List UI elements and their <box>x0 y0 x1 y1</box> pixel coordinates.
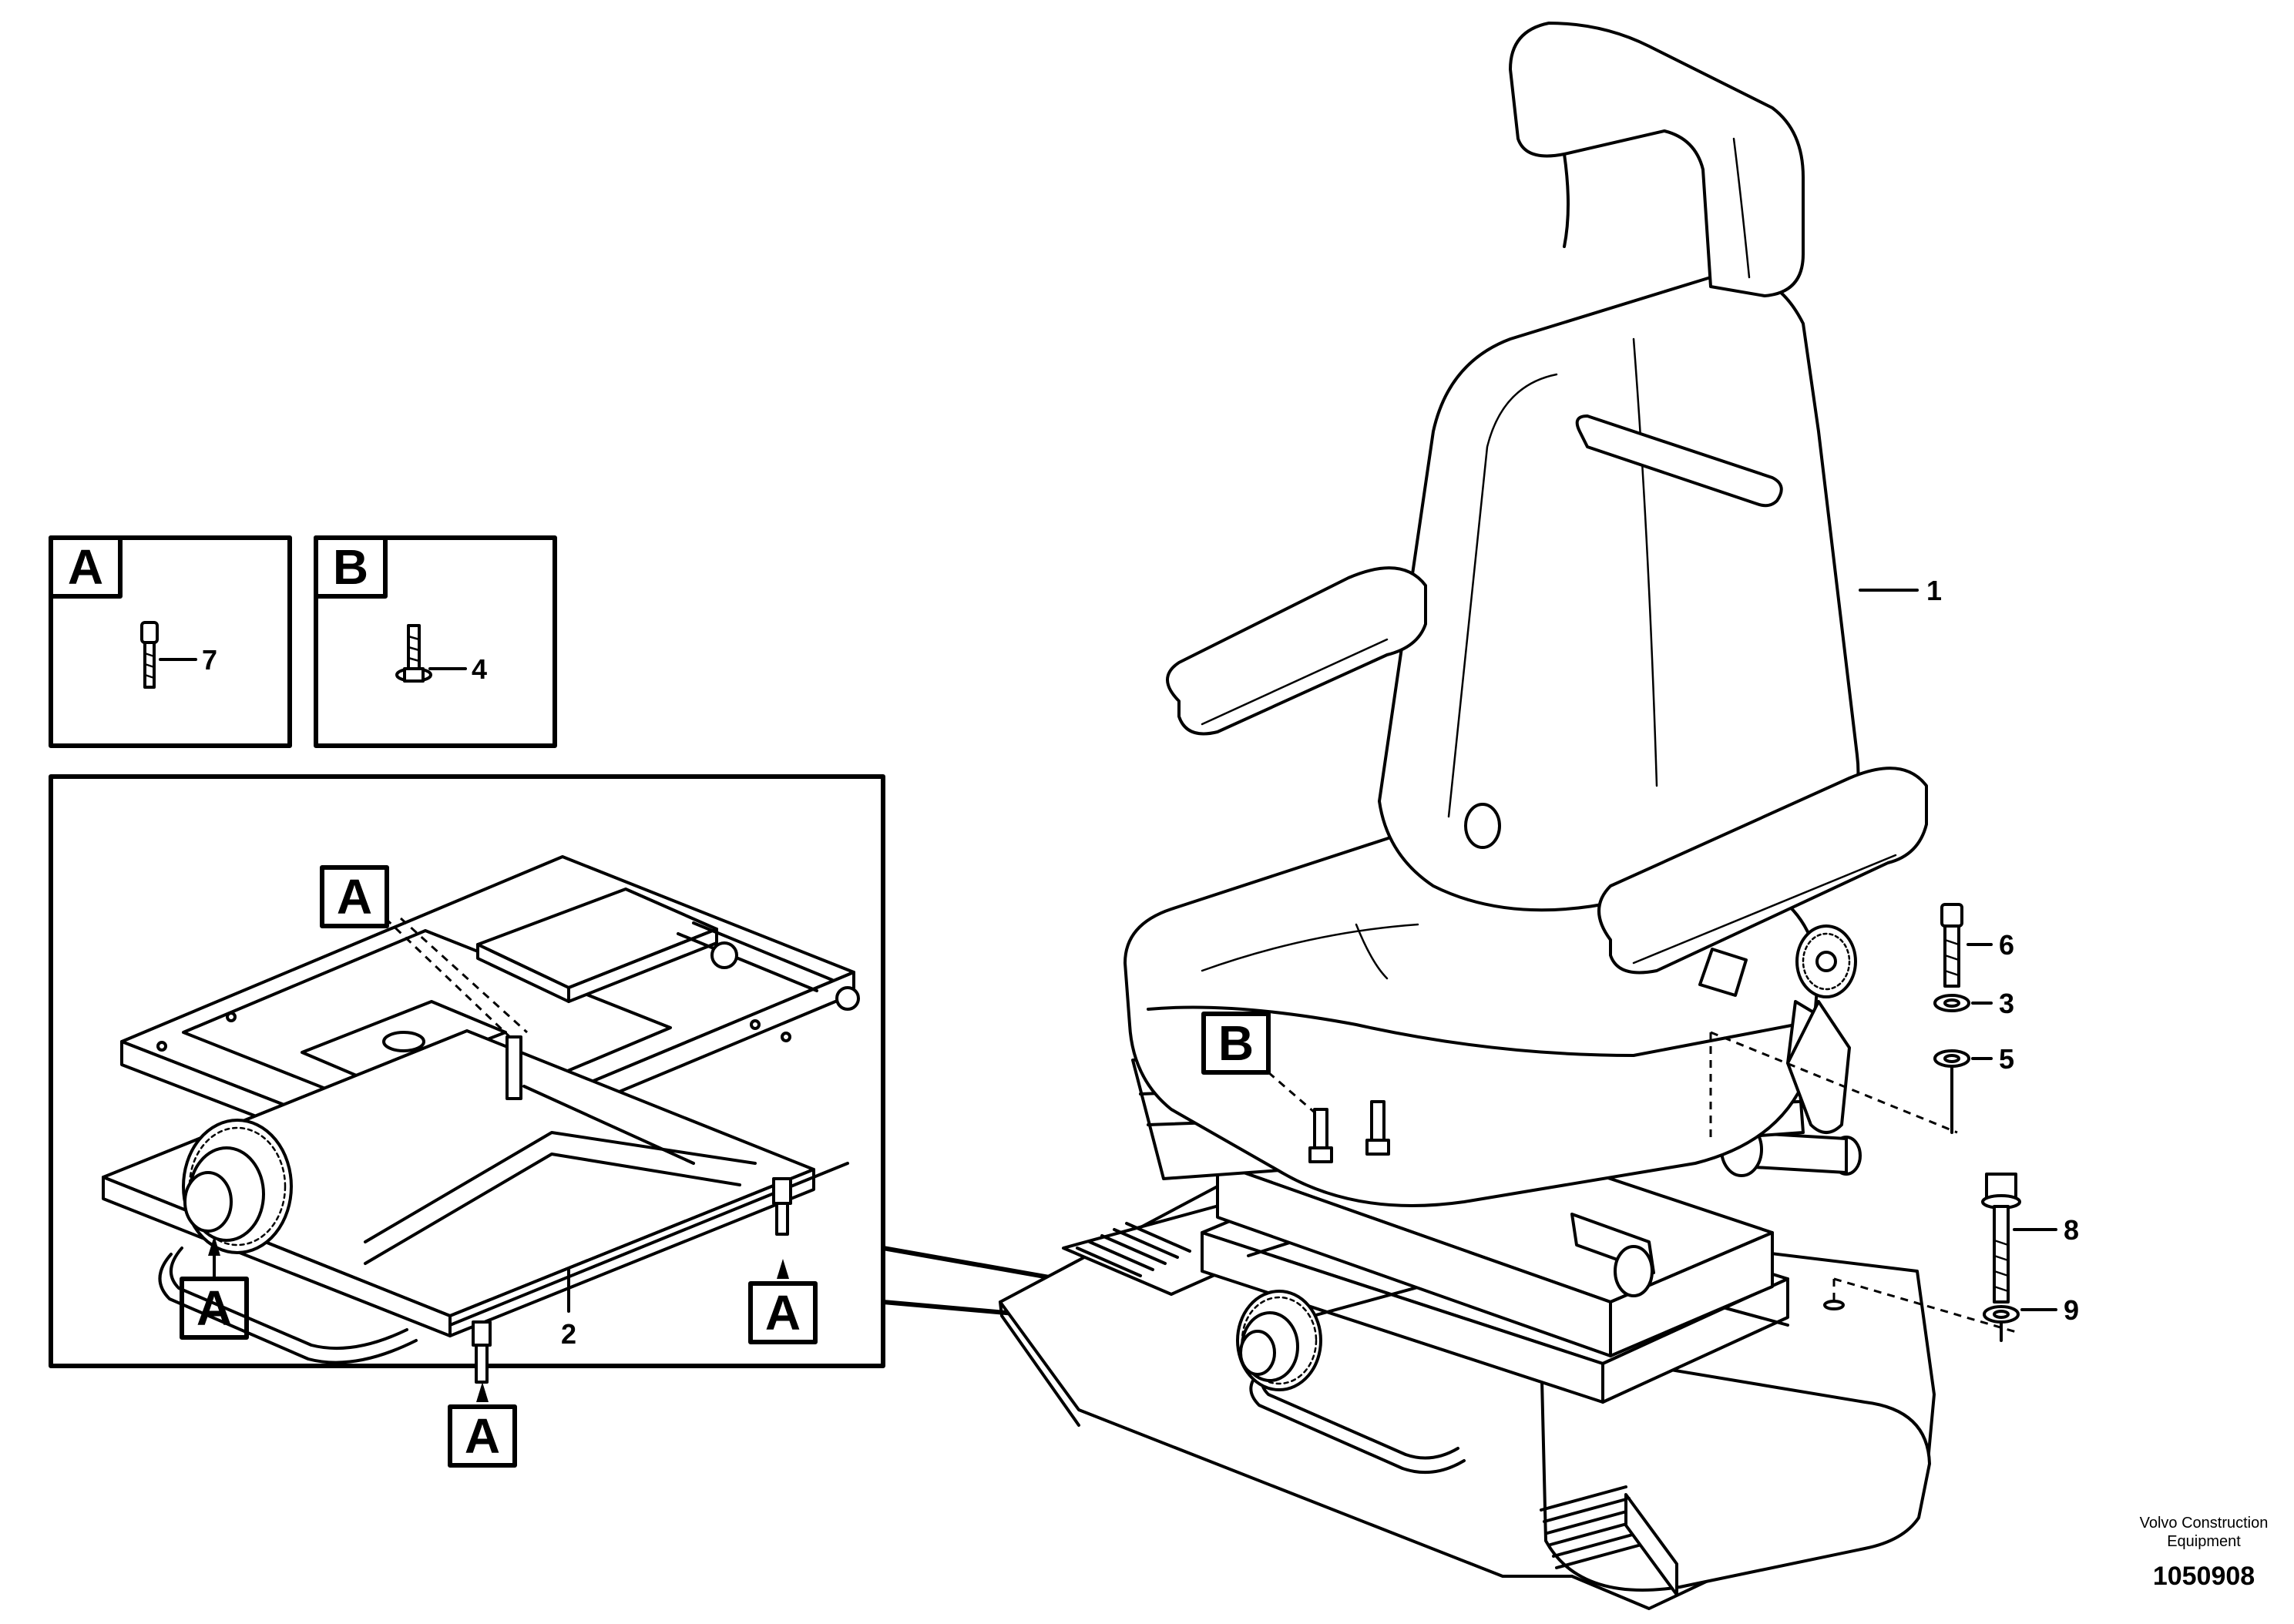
callout-7: 7 <box>202 644 217 676</box>
svg-text:A: A <box>337 869 372 924</box>
height-knob-icon <box>1236 1290 1322 1391</box>
callout-3: 3 <box>1999 988 2014 1019</box>
flange-screw-icon <box>395 624 432 683</box>
ref-a-marker-right: A <box>748 1259 818 1344</box>
screw-left-icon <box>472 1320 492 1384</box>
company-name-line1: Volvo Construction <box>2140 1515 2269 1532</box>
socket-screw-icon <box>140 621 159 689</box>
cap-screw-icon <box>1940 903 1963 988</box>
washer-upper-icon <box>1933 994 1970 1012</box>
svg-text:A: A <box>465 1408 500 1464</box>
screw-right-icon <box>772 1177 792 1236</box>
operator-seat: B <box>999 22 2020 1610</box>
detail-box-b: B 4 <box>314 535 557 748</box>
seatbelt-buckle-icon <box>1698 948 1748 997</box>
ref-a-marker-bottom: A <box>448 1382 517 1468</box>
svg-text:A: A <box>765 1285 801 1340</box>
callout-9: 9 <box>2064 1294 2079 1326</box>
callout-8: 8 <box>2064 1214 2079 1246</box>
adjustment-knob-icon <box>182 1119 293 1254</box>
svg-text:A: A <box>196 1280 232 1336</box>
ribbed-pad-left-icon <box>1076 1222 1191 1277</box>
callout-6: 6 <box>1999 929 2014 961</box>
detail-box-a: A 7 <box>49 535 292 748</box>
ref-a-marker-top: A <box>320 865 389 928</box>
detail-b-label: B <box>333 539 368 595</box>
ribbed-pad-right-icon <box>1540 1485 1643 1569</box>
svg-text:B: B <box>1218 1015 1254 1071</box>
callout-2: 2 <box>561 1318 576 1350</box>
company-name-line2: Equipment <box>2167 1533 2241 1550</box>
suspension-detail-box: A A A A 2 <box>49 774 885 1468</box>
callout-1: 1 <box>1926 575 1942 606</box>
callout-5: 5 <box>1999 1043 2014 1075</box>
washer-base-icon <box>1983 1305 2020 1324</box>
washer-lower-icon <box>1933 1049 1970 1068</box>
seat-mount-screws-icon <box>1308 1100 1390 1163</box>
hex-screw-icon <box>1981 1173 2021 1304</box>
ref-b-marker-seat: B <box>1201 1012 1315 1114</box>
ref-a-marker-knob: A <box>180 1236 249 1340</box>
drawing-number: 1050908 <box>2153 1562 2255 1591</box>
callout-4: 4 <box>472 653 487 685</box>
detail-a-label: A <box>68 539 103 595</box>
